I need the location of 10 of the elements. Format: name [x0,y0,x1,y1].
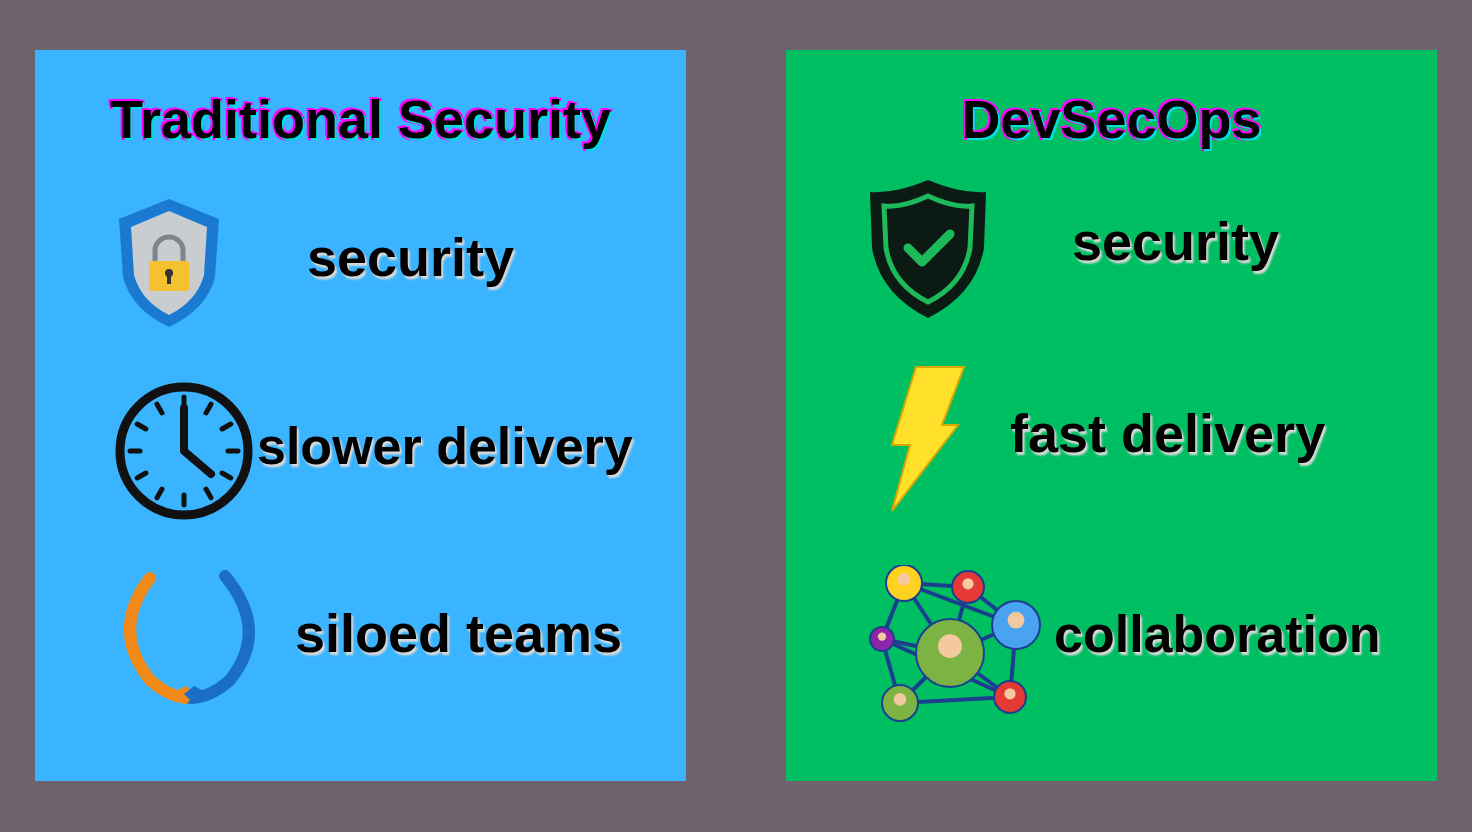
panel-background [35,50,686,781]
item-text: fast delivery [1010,404,1326,464]
item-text: slower delivery [257,418,633,476]
item-text: collaboration [1054,606,1381,664]
panel-background [786,50,1437,781]
panel-title: Traditional Security [108,88,613,150]
item-text: siloed teams [295,604,623,664]
item-text: security [307,228,515,288]
item-text: security [1072,212,1280,272]
panel-title: DevSecOps [960,88,1263,150]
